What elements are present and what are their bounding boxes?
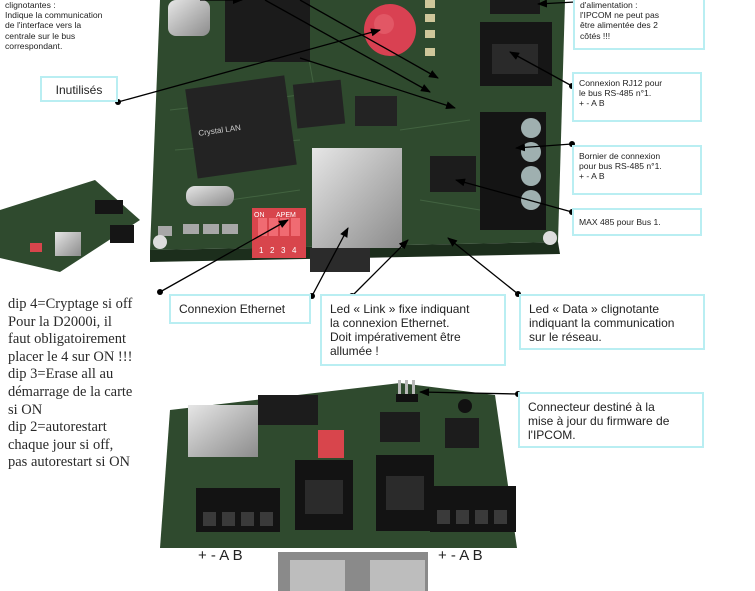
crystal-oscillator-2	[186, 186, 234, 206]
terminal-polarity-right: + - A B	[438, 547, 483, 564]
thumbnail-board	[0, 180, 140, 272]
terminal-block-bottom	[430, 486, 516, 532]
callout-bus-leds: clignotantes : Indique la communication …	[0, 0, 156, 60]
arrow-terminal	[515, 143, 573, 152]
small-chip	[292, 79, 346, 129]
arrow-data	[447, 237, 519, 295]
crystal-lan-chip: Crystal LAN	[185, 75, 297, 179]
arrow-unused-2	[299, 57, 456, 110]
arrow-ethernet	[311, 227, 349, 297]
terminal-polarity-left: + - A B	[198, 547, 243, 564]
ethernet-jack-metal	[312, 148, 402, 248]
callout-terminal: Bornier de connexion pour bus RS-485 n°1…	[572, 145, 702, 195]
arrow-top-left-leds-2	[264, 0, 431, 93]
callout-link-led: Led « Link » fixe indiquant la connexion…	[320, 294, 506, 366]
arrow-unused	[117, 28, 381, 103]
callout-arrows	[117, 0, 576, 397]
arrow-power	[537, 0, 576, 8]
arrow-max485	[455, 178, 573, 213]
callout-firmware: Connecteur destiné à la mise à jour du f…	[518, 392, 704, 448]
arrow-link	[351, 239, 409, 297]
callout-ethernet: Connexion Ethernet	[169, 294, 311, 324]
callout-data-led: Led « Data » clignotante indiquant la co…	[519, 294, 705, 350]
arrow-rj12	[509, 51, 573, 87]
terminal-block	[480, 112, 546, 230]
small-chip	[355, 96, 397, 126]
dip-number: 3	[281, 246, 286, 255]
arrow-top-left-leds-3	[299, 0, 439, 79]
bottom-board-photo: + - A B + - A B	[160, 380, 517, 591]
cpu-chip	[225, 0, 310, 62]
dip-number: 2	[270, 246, 275, 255]
arrow-dip	[159, 219, 289, 293]
crystal-oscillator	[168, 0, 210, 36]
callout-power: d'alimentation : l'IPCOM ne peut pas êtr…	[573, 0, 705, 50]
dip-number: 4	[292, 246, 297, 255]
callout-unused: Inutilisés	[40, 76, 118, 102]
arrow-firmware	[419, 388, 519, 397]
power-connector	[490, 0, 540, 14]
dip-label-on: ON	[254, 212, 265, 219]
dip-number: 1	[259, 246, 264, 255]
dip-switch-notes: dip 4=Cryptage si off Pour la D2000i, il…	[8, 296, 133, 471]
dip-label-apem: APEM	[276, 212, 296, 219]
callout-max485: MAX 485 pour Bus 1.	[572, 208, 702, 236]
main-board-photo: Crystal LAN ON AP	[150, 0, 565, 272]
callout-rj12: Connexion RJ12 pour le bus RS-485 n°1. +…	[572, 72, 702, 122]
max485-chip	[430, 156, 476, 192]
dip-switch: ON APEM 1 2 3 4	[252, 208, 306, 258]
